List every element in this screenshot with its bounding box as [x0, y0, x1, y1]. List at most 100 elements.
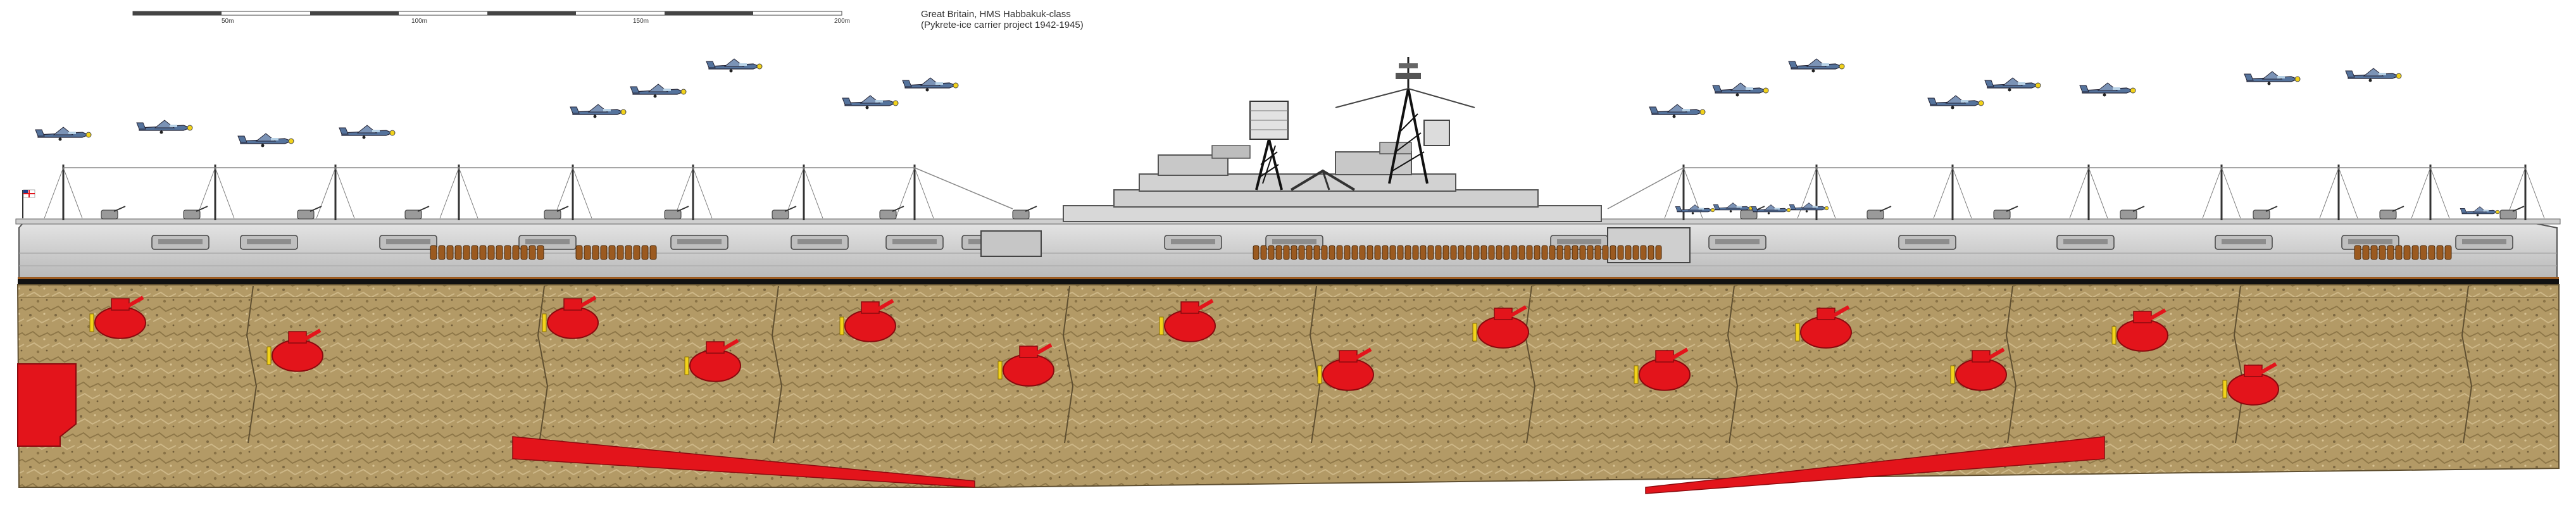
mast-rigging — [458, 167, 478, 219]
lifeboat — [1336, 245, 1343, 260]
lifeboat — [1579, 245, 1586, 260]
fighter-plane-icon — [2460, 206, 2500, 216]
hull-sponson-window — [247, 239, 291, 244]
white-ensign-flag-icon — [22, 189, 35, 218]
lifeboat — [1291, 245, 1297, 260]
hull-seam — [1062, 285, 1074, 444]
fighter-plane-icon — [1751, 204, 1791, 215]
scale-label-100m: 100m — [411, 18, 427, 25]
lifeboat — [1488, 245, 1495, 260]
lifeboat — [1587, 245, 1594, 260]
mast-rigging — [1933, 167, 1953, 219]
scale-bar: 50m 100m 150m 200m — [132, 11, 850, 25]
lifeboat — [1313, 245, 1320, 260]
lifeboat — [1306, 245, 1313, 260]
mast-rigging — [439, 167, 460, 219]
lifeboat — [1458, 245, 1465, 260]
lifeboat — [1610, 245, 1616, 260]
mast-rigging — [1816, 167, 1836, 219]
lifeboat — [2354, 245, 2361, 260]
lifeboat — [1465, 245, 1472, 260]
hull-sponson-window — [1171, 239, 1215, 244]
gun-barrel — [556, 206, 569, 212]
lifeboat — [1473, 245, 1480, 260]
fighter-plane-icon — [1788, 58, 1845, 73]
lifeboat — [1389, 245, 1396, 260]
hull-sponson-window — [677, 239, 722, 244]
propulsion-pod-icon — [89, 296, 146, 339]
lifeboat — [1412, 245, 1419, 260]
caption-title: Great Britain, HMS Habbakuk-class — [921, 9, 1071, 20]
deck-gun — [2379, 209, 2397, 220]
hull-sponson-window — [1557, 239, 1601, 244]
fighter-plane-icon — [902, 77, 959, 92]
lifeboat — [2379, 245, 2386, 260]
mast-rigging — [335, 167, 355, 219]
lifeboat — [1283, 245, 1290, 260]
lifeboat — [616, 245, 624, 260]
lifeboat — [1564, 245, 1571, 260]
lifeboat — [504, 245, 511, 260]
deck-gun — [297, 209, 315, 220]
gun-barrel — [1025, 206, 1037, 212]
deck-gun — [1866, 209, 1884, 220]
mast-rigging — [2430, 167, 2450, 219]
propulsion-pod-icon — [1950, 347, 2007, 391]
deck-gun — [2253, 209, 2270, 220]
lifeboat — [1511, 245, 1518, 260]
lifeboat — [1359, 245, 1366, 260]
hull-seam — [246, 285, 258, 444]
lifeboat — [1549, 245, 1556, 260]
lifeboat — [1632, 245, 1639, 260]
gun-barrel — [784, 206, 797, 212]
fighter-plane-icon — [842, 95, 899, 109]
lifeboat — [438, 245, 446, 260]
fighter-plane-icon — [35, 127, 92, 141]
hull-sponson-window — [1272, 239, 1316, 244]
lifeboat — [520, 245, 528, 260]
lifeboat — [575, 245, 583, 260]
bilge-keels — [512, 436, 2105, 494]
fighter-plane-icon — [1712, 82, 1769, 97]
lifeboat — [430, 245, 437, 260]
lifeboat — [1260, 245, 1267, 260]
lifeboat — [2436, 245, 2444, 260]
gun-barrel — [196, 206, 208, 212]
lifeboat — [471, 245, 478, 260]
deck-gun — [183, 209, 201, 220]
mast-rigging — [914, 167, 934, 219]
lifeboat — [1556, 245, 1563, 260]
lifeboat — [1298, 245, 1305, 260]
lifeboat — [1648, 245, 1654, 260]
hull-sponson-window — [2462, 239, 2506, 244]
lifeboat — [446, 245, 454, 260]
propulsion-pod-icon — [839, 299, 896, 342]
lifeboat — [592, 245, 599, 260]
lifeboat — [1442, 245, 1449, 260]
aircraft-formation — [35, 58, 2402, 147]
lifeboat — [1541, 245, 1548, 260]
lifeboat — [528, 245, 536, 260]
deck-gun — [1012, 209, 1030, 220]
propulsion-pod-icon — [997, 343, 1054, 387]
deck-gun — [772, 209, 789, 220]
lifeboat — [2411, 245, 2419, 260]
propulsion-pod-icon — [1159, 299, 1216, 342]
lifeboat — [2362, 245, 2370, 260]
propulsion-pod-icon — [2222, 362, 2279, 406]
lifeboat — [463, 245, 470, 260]
gun-barrel — [2265, 206, 2278, 212]
deck-gun — [1740, 209, 1758, 220]
hull-sponson-window — [2222, 239, 2266, 244]
lifeboat — [1344, 245, 1351, 260]
hull-sponson-window — [2348, 239, 2392, 244]
rudder — [17, 363, 77, 447]
lifeboat — [1404, 245, 1411, 260]
mast-rigging — [2338, 167, 2358, 219]
propulsion-pod-icon — [266, 328, 323, 372]
propulsion-pods — [89, 296, 2279, 406]
hull-seam — [771, 285, 783, 444]
fighter-plane-icon — [1927, 95, 1984, 109]
scale-label-150m: 150m — [633, 18, 649, 25]
